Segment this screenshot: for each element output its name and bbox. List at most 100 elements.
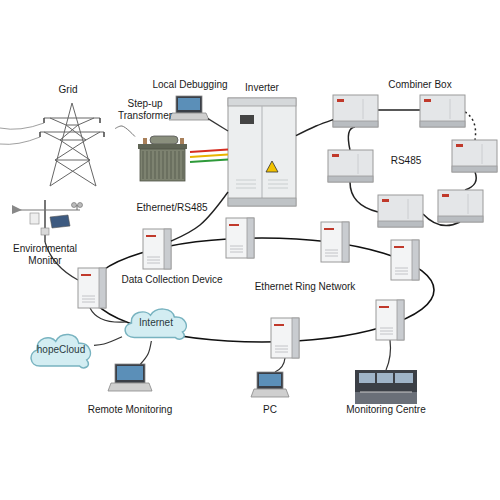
inverter-cabinet <box>228 98 296 206</box>
wire <box>90 308 126 322</box>
connector-label: Ethernet/RS485 <box>112 202 232 214</box>
combiner-box <box>378 195 423 227</box>
warning-sign <box>266 161 278 172</box>
combiner-box <box>328 150 373 182</box>
laptop-base <box>169 113 209 120</box>
data-collector <box>226 218 254 258</box>
anemometer-mast <box>77 205 78 210</box>
data-collector <box>376 300 404 340</box>
sensor-panel <box>50 215 70 228</box>
room-node: Monitoring Centre <box>355 370 417 404</box>
pylon-frame <box>50 103 96 186</box>
logger-box <box>41 228 49 235</box>
connector <box>141 341 152 364</box>
video-wall <box>395 373 413 383</box>
connector <box>190 149 228 162</box>
transformer-conservator <box>150 136 178 144</box>
laptop-display <box>117 366 143 380</box>
connector-line <box>171 192 228 241</box>
connector-line <box>141 341 152 364</box>
cabinet-top <box>228 98 296 106</box>
cabinet-door-split <box>262 106 263 198</box>
collection-devices <box>78 218 419 358</box>
connector-line <box>190 159 228 162</box>
video-wall <box>359 373 375 383</box>
combiner-box <box>452 140 497 172</box>
connector-line <box>208 119 228 131</box>
connector <box>296 120 333 136</box>
control-room <box>355 370 417 404</box>
rs485-bus-dotted <box>465 112 476 140</box>
data-collector <box>321 222 349 262</box>
laptop-base <box>108 383 152 391</box>
laptop-node: PC <box>253 372 287 398</box>
node-label: Monitoring Centre <box>331 404 441 416</box>
laptop-base <box>251 389 289 397</box>
collector-node: Data Collection Device <box>143 229 171 269</box>
node-label: Environmental Monitor <box>5 243 85 267</box>
node-label: Step-up Transformer <box>110 98 180 122</box>
cabinet-display <box>240 115 254 124</box>
cloud-outline <box>31 335 90 368</box>
node-label: Remote Monitoring <box>75 404 185 416</box>
grid-node: Grid <box>35 100 115 188</box>
inverter-node: Inverter <box>228 98 296 206</box>
anemometer <box>72 203 77 208</box>
anemometer <box>78 203 83 208</box>
pylon-arms <box>40 118 104 140</box>
laptop-display <box>178 98 200 110</box>
node-label: Local Debugging <box>140 79 240 91</box>
room-backdrop <box>355 370 417 404</box>
connector-line <box>190 149 228 152</box>
cabinet-plinth <box>228 198 296 206</box>
ethernet-ring <box>90 238 434 342</box>
connector <box>115 126 135 137</box>
wind-vane <box>12 205 22 214</box>
station-pole <box>44 200 46 242</box>
combiner-box <box>333 95 378 127</box>
laptop <box>169 96 209 120</box>
transformer-fins <box>143 151 183 179</box>
power-wires <box>0 123 44 144</box>
combiner-node: Combiner Box <box>333 95 378 127</box>
laptop-screen <box>115 364 145 383</box>
cloud-outline <box>125 309 186 339</box>
laptop-node: Local Debugging <box>172 95 208 120</box>
station-arm <box>12 209 80 210</box>
connector <box>94 337 122 346</box>
connector-line <box>94 337 122 346</box>
cloud-node: Internet <box>122 305 190 341</box>
data-collector <box>391 240 419 280</box>
transformer-cover <box>138 144 187 149</box>
video-wall <box>377 373 393 383</box>
connector-line <box>115 126 135 137</box>
room-floor <box>355 392 417 404</box>
data-collector <box>78 268 106 308</box>
connector <box>171 192 228 241</box>
desk <box>360 392 412 393</box>
laptop-node: Remote Monitoring <box>110 364 150 392</box>
laptop-screen <box>257 372 283 389</box>
laptop-screen <box>176 96 202 113</box>
wire <box>386 340 391 370</box>
node-label: Internet <box>126 317 186 329</box>
cabinet-body <box>228 98 296 206</box>
node-label: Combiner Box <box>370 79 470 91</box>
laptop-display <box>259 374 281 386</box>
laptop <box>108 364 152 391</box>
combiner-boxes <box>328 95 497 227</box>
node-label: Grid <box>38 84 98 96</box>
node-label: Inverter <box>227 82 297 94</box>
radiation-shield <box>30 213 39 224</box>
laptop <box>251 372 289 397</box>
cloud-node: hopeCloud <box>28 330 94 370</box>
wire <box>275 358 285 372</box>
connector-line <box>190 154 228 157</box>
transformer-body <box>140 149 185 181</box>
node-label: PC <box>240 404 300 416</box>
data-collector <box>143 229 171 269</box>
insulators <box>40 118 104 137</box>
combiner-box <box>420 95 465 127</box>
weather-station <box>12 200 83 242</box>
